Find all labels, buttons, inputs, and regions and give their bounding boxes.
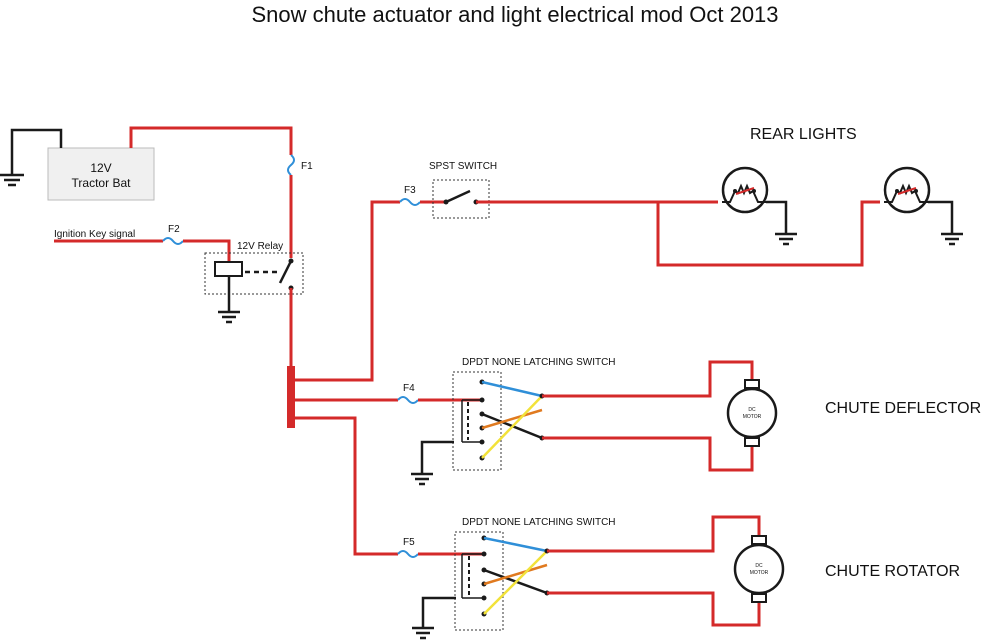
rear-light-2-icon	[883, 166, 931, 214]
diagram-title: Snow chute actuator and light electrical…	[251, 2, 778, 27]
fuse-f1-icon	[287, 154, 295, 176]
dpdt1-ground-icon	[411, 472, 433, 486]
dpdt2-to-motor2-bottom-wire	[547, 591, 761, 627]
dpdt2-to-motor2-top-wire	[547, 515, 761, 553]
motor2-text-line1: DC	[755, 563, 763, 569]
fuse-f4-icon	[397, 396, 419, 404]
rear-light-1-icon	[721, 166, 769, 214]
battery: 12V Tractor Bat	[47, 147, 155, 201]
deflector-motor-icon	[726, 379, 778, 447]
dpdt2-ground-icon	[412, 626, 434, 640]
fuse-f1-label: F1	[301, 161, 313, 172]
dpdt1-label: DPDT NONE LATCHING SWITCH	[462, 357, 616, 368]
spst-label: SPST SWITCH	[429, 161, 497, 172]
motor1-text-line2: MOTOR	[743, 414, 762, 420]
relay-box	[204, 252, 304, 295]
chute-rotator-label: CHUTE ROTATOR	[825, 563, 960, 580]
dpdt2-switch-icon	[461, 535, 550, 617]
rotator-motor-icon	[733, 535, 785, 603]
fuse-f4-label: F4	[403, 383, 415, 394]
fuse-f5-icon	[397, 550, 419, 558]
dpdt1-to-motor1-top-wire	[542, 360, 754, 398]
bus-to-f5-wire	[295, 416, 398, 556]
light2-ground-wire	[928, 200, 954, 234]
battery-name-label: Tractor Bat	[72, 176, 132, 190]
light1-to-light2-wire	[656, 200, 880, 267]
dpdt2-label: DPDT NONE LATCHING SWITCH	[462, 517, 616, 528]
dpdt1-ground-wire	[420, 440, 454, 474]
light1-ground-wire	[766, 200, 788, 234]
motor2-text-line2: MOTOR	[750, 570, 769, 576]
chute-deflector-label: CHUTE DEFLECTOR	[825, 400, 981, 417]
light1-ground-icon	[775, 232, 797, 246]
battery-positive-wire	[129, 126, 293, 155]
relay-ground-icon	[218, 310, 240, 324]
relay-coil-icon	[214, 261, 243, 277]
fuse-f3-label: F3	[404, 185, 416, 196]
ignition-label: Ignition Key signal	[54, 229, 135, 240]
fuse-f3-icon	[399, 198, 421, 206]
relay-label: 12V Relay	[237, 241, 283, 252]
battery-voltage-label: 12V	[90, 161, 111, 175]
bus-to-f3-wire	[295, 200, 400, 382]
dpdt2-box	[454, 531, 504, 631]
fuse-f5-label: F5	[403, 537, 415, 548]
f2-to-relay-wire	[183, 239, 231, 262]
light2-ground-icon	[941, 232, 963, 246]
battery-ground-icon	[0, 173, 24, 187]
rear-lights-label: REAR LIGHTS	[750, 126, 857, 143]
battery-negative-wire	[10, 128, 63, 175]
bus-bar	[287, 366, 295, 428]
relay-switch-arm	[278, 260, 293, 284]
dpdt1-switch-icon	[461, 379, 545, 461]
dpdt2-ground-wire	[421, 596, 456, 628]
spst-box	[432, 179, 490, 219]
fuse-f2-label: F2	[168, 224, 180, 235]
fuse-f2-icon	[162, 237, 184, 245]
motor1-text-line1: DC	[748, 407, 756, 413]
dpdt1-to-motor1-bottom-wire	[542, 436, 754, 472]
spst-switch-arm	[445, 189, 471, 204]
dpdt1-box	[452, 371, 502, 471]
